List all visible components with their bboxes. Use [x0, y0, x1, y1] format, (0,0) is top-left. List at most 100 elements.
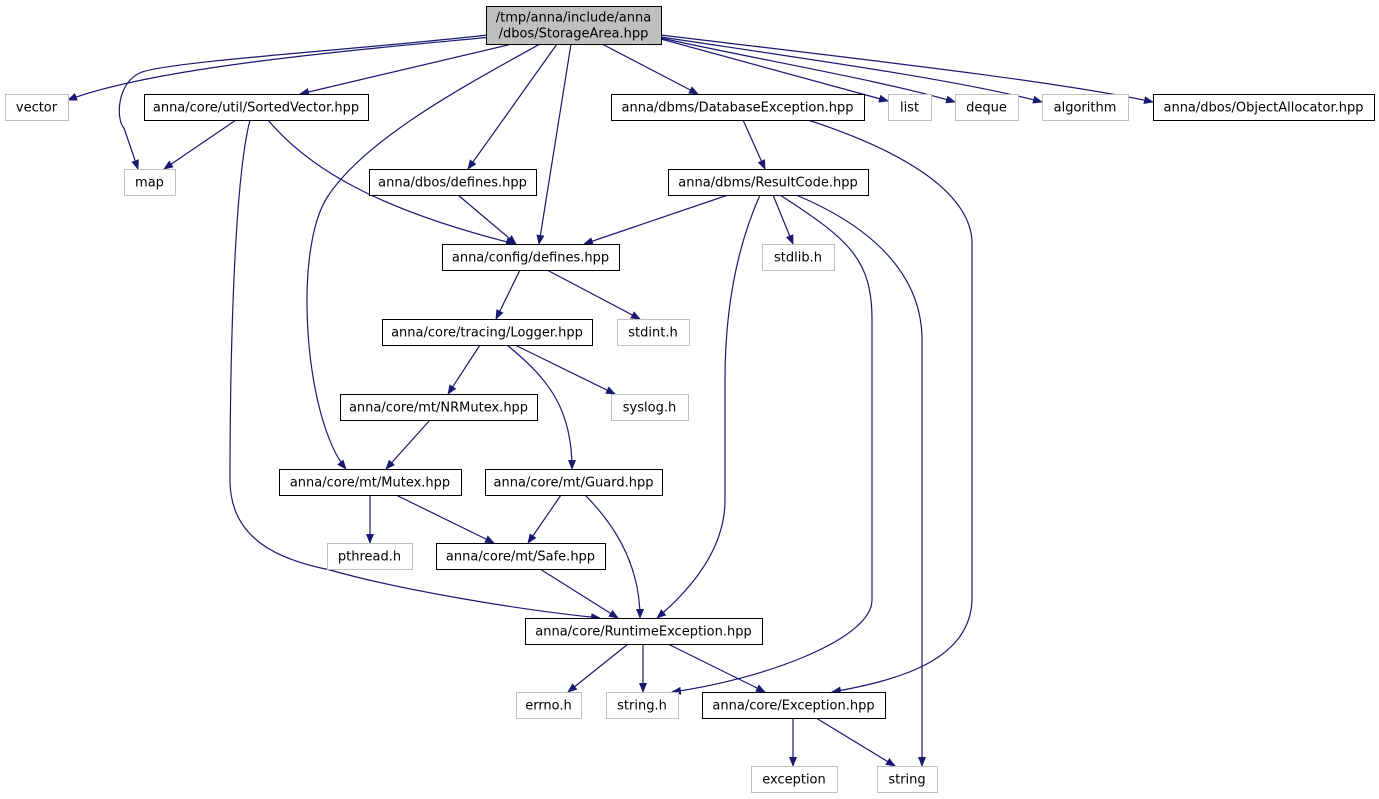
- node-mutex[interactable]: anna/core/mt/Mutex.hpp: [279, 469, 462, 496]
- node-box: [606, 692, 679, 719]
- edge-guard-to-runtimeexc: [584, 494, 644, 619]
- node-label: errno.h: [525, 699, 572, 714]
- edges-layer: [67, 33, 1154, 767]
- node-syslog: syslog.h: [611, 394, 689, 421]
- edge-root-to-objallocator: [660, 34, 1154, 105]
- node-errno: errno.h: [516, 692, 582, 719]
- node-label: /tmp/anna/include/anna: [496, 11, 651, 26]
- edge-root-to-deque: [660, 37, 956, 104]
- node-algorithm: algorithm: [1042, 94, 1129, 121]
- node-pthread: pthread.h: [327, 543, 413, 570]
- node-box: [486, 6, 662, 45]
- node-logger[interactable]: anna/core/tracing/Logger.hpp: [382, 319, 593, 346]
- node-box: [1042, 94, 1129, 121]
- edge-dbexception-to-exception: [807, 119, 973, 695]
- edge-logger-to-guard: [506, 344, 576, 470]
- edge-root-to-dbosdefines: [467, 43, 558, 170]
- node-label: anna/dbos/defines.hpp: [378, 176, 527, 191]
- node-box: [525, 618, 763, 645]
- node-label: anna/core/mt/Guard.hpp: [494, 476, 654, 491]
- node-box: [124, 169, 176, 196]
- node-box: [762, 244, 835, 271]
- edge-nrmutex-to-mutex: [385, 419, 431, 470]
- edge-root-to-algorithm: [660, 36, 1043, 104]
- node-box: [340, 394, 538, 421]
- node-box: [442, 244, 620, 271]
- edge-root-to-vector: [67, 35, 503, 101]
- node-box: [611, 394, 689, 421]
- edge-configdefines-to-stdint: [546, 269, 641, 320]
- node-box: [877, 766, 938, 793]
- node-objallocator[interactable]: anna/dbos/ObjectAllocator.hpp: [1153, 94, 1375, 121]
- node-label: anna/core/mt/Safe.hpp: [446, 550, 595, 565]
- edge-sortedvector-to-map: [163, 119, 237, 170]
- edge-dbexception-to-resultcode: [742, 119, 766, 170]
- edge-dbosdefines-to-configdefines: [457, 194, 517, 245]
- node-label: anna/core/mt/Mutex.hpp: [290, 476, 450, 491]
- node-label: anna/dbms/ResultCode.hpp: [678, 176, 857, 191]
- node-label: list: [900, 101, 919, 116]
- node-box: [436, 543, 606, 570]
- edge-runtimeexc-to-errno: [567, 643, 629, 693]
- node-box: [617, 319, 690, 346]
- nodes-layer: /tmp/anna/include/anna/dbos/StorageArea.…: [5, 6, 1375, 793]
- node-label: /dbos/StorageArea.hpp: [499, 27, 649, 42]
- node-label: string: [888, 773, 925, 788]
- edge-logger-to-syslog: [514, 344, 616, 395]
- node-label: deque: [966, 101, 1007, 116]
- node-box: [955, 94, 1019, 121]
- node-exception[interactable]: anna/core/Exception.hpp: [702, 692, 886, 719]
- node-box: [144, 94, 369, 121]
- node-box: [279, 469, 462, 496]
- node-runtimeexc[interactable]: anna/core/RuntimeException.hpp: [525, 618, 763, 645]
- edge-exception-to-string: [815, 717, 896, 767]
- node-box: [751, 766, 838, 793]
- node-label: anna/core/Exception.hpp: [712, 699, 874, 714]
- edge-safe-to-runtimeexc: [539, 568, 619, 619]
- node-deque: deque: [955, 94, 1019, 121]
- node-stringh: string.h: [606, 692, 679, 719]
- edge-root-to-sortedvector: [299, 43, 513, 96]
- node-label: anna/core/RuntimeException.hpp: [535, 625, 751, 640]
- node-label: anna/config/defines.hpp: [452, 251, 609, 266]
- edge-root-to-configdefines: [536, 43, 572, 245]
- node-safe[interactable]: anna/core/mt/Safe.hpp: [436, 543, 606, 570]
- node-label: algorithm: [1054, 101, 1117, 116]
- node-label: exception: [762, 773, 826, 788]
- node-dbosdefines[interactable]: anna/dbos/defines.hpp: [369, 169, 537, 196]
- node-label: string.h: [617, 699, 667, 714]
- node-label: anna/dbos/ObjectAllocator.hpp: [1163, 101, 1363, 116]
- node-label: stdint.h: [628, 326, 677, 341]
- node-label: anna/core/util/SortedVector.hpp: [153, 101, 359, 116]
- node-root[interactable]: /tmp/anna/include/anna/dbos/StorageArea.…: [486, 6, 662, 45]
- node-nrmutex[interactable]: anna/core/mt/NRMutex.hpp: [340, 394, 538, 421]
- edge-resultcode-to-stdlib: [772, 194, 794, 245]
- node-configdefines[interactable]: anna/config/defines.hpp: [442, 244, 620, 271]
- node-exceptionstd: exception: [751, 766, 838, 793]
- node-stdlib: stdlib.h: [762, 244, 835, 271]
- node-box: [516, 692, 582, 719]
- node-guard[interactable]: anna/core/mt/Guard.hpp: [485, 469, 663, 496]
- node-label: vector: [16, 101, 58, 116]
- edge-sortedvector-to-runtimeexc: [229, 119, 601, 622]
- node-box: [485, 469, 663, 496]
- node-resultcode[interactable]: anna/dbms/ResultCode.hpp: [668, 169, 869, 196]
- node-box: [702, 692, 886, 719]
- node-dbexception[interactable]: anna/dbms/DatabaseException.hpp: [611, 94, 865, 121]
- node-stdint: stdint.h: [617, 319, 690, 346]
- edge-logger-to-nrmutex: [447, 344, 481, 395]
- node-label: stdlib.h: [774, 251, 822, 266]
- edge-mutex-to-safe: [395, 494, 495, 544]
- node-map: map: [124, 169, 176, 196]
- node-box: [5, 94, 69, 121]
- edge-sortedvector-to-configdefines: [267, 119, 516, 246]
- edge-runtimeexc-to-exception: [667, 643, 766, 693]
- node-label: map: [135, 176, 164, 191]
- node-sortedvector[interactable]: anna/core/util/SortedVector.hpp: [144, 94, 369, 121]
- node-label: syslog.h: [623, 401, 676, 416]
- node-box: [611, 94, 865, 121]
- node-box: [1153, 94, 1375, 121]
- edge-resultcode-to-stringh: [671, 194, 873, 695]
- edge-root-to-mutex: [306, 43, 541, 470]
